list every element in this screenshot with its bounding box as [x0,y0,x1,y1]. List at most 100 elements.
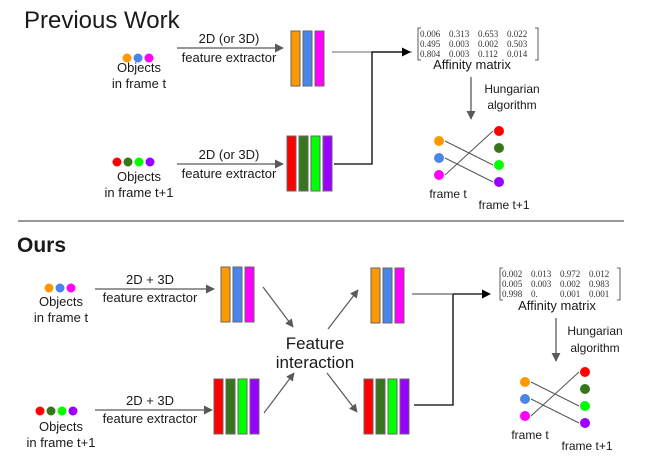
match-label-frame-t1: frame t+1 [561,439,612,453]
extractor-label-line1: 2D (or 3D) [199,31,260,46]
objects-label: Objects [117,60,162,75]
feature-bars-frame-t1-output [363,378,410,435]
frame-label: in frame t+1 [26,435,95,450]
feature-bar-magenta [394,267,405,324]
match-dot-red [494,126,504,136]
feature-bars-frame-t-input [220,266,255,323]
match-dot-purple [494,177,504,187]
object-dot-blue [55,283,65,293]
objects-label: Objects [117,169,162,184]
matrix-cell: 0.653 [478,29,499,39]
matrix-cell: 0.503 [507,39,528,49]
matrix-cell: 0.001 [560,289,580,299]
matrix-cell: 0.003 [449,39,470,49]
feature-bar-orange [220,266,231,323]
matrix-cell: 0.006 [420,29,441,39]
feature-bar-blue [232,266,243,323]
matrix-cell: 0.003 [449,49,470,59]
feature-bar-green [310,135,321,192]
matrix-cell: 0.972 [560,269,580,279]
object-dots-frame-t1-ours [35,406,78,416]
match-dot-blue [520,394,530,404]
matrix-bracket-right [535,27,539,61]
match-dot-purple [580,418,590,428]
match-dot-green [580,401,590,411]
matrix-cell: 0.003 [531,279,552,289]
matrix-cell: 0.001 [589,289,609,299]
interaction-arrow-out [326,372,358,413]
match-line [530,371,580,417]
feature-interaction-label-line1: Feature [286,334,345,353]
feature-bar-purple [399,378,410,435]
object-dot-blue [133,53,143,63]
section-title-previous: Previous Work [24,7,181,34]
feature-bar-red [363,378,374,435]
interaction-arrow-in [262,286,294,328]
extractor-label-line2: feature extractor [103,290,198,305]
frame-label: in frame t+1 [104,185,173,200]
feature-bar-darkgreen [298,135,309,192]
matrix-cell: 0.002 [502,269,522,279]
match-dot-darkgreen [580,384,590,394]
object-dot-magenta [144,53,154,63]
matching-result-ours [520,367,590,428]
object-dot-purple [68,406,78,416]
extractor-label-line2: feature extractor [182,166,277,181]
hungarian-label-line2: algorithm [487,98,536,112]
matrix-cell: 0.983 [589,279,610,289]
object-dot-orange [122,53,132,63]
interaction-arrow-out [327,289,359,330]
feature-bar-red [286,135,297,192]
matrix-cell: 0.998 [502,289,523,299]
matrix-bracket-left [499,267,503,301]
object-dot-darkgreen [46,406,56,416]
object-dot-purple [145,157,155,167]
feature-bar-magenta [314,30,325,87]
matrix-cell: 0.313 [449,29,470,39]
matrix-cell: 0.495 [420,39,441,49]
affinity-matrix-label: Affinity matrix [518,298,596,313]
feature-bars-frame-t-output [370,267,405,324]
object-dots-frame-t1-prev [112,157,155,167]
connector-arrow [334,47,411,165]
object-dot-green [134,157,144,167]
match-line [530,398,580,424]
feature-bar-blue [382,267,393,324]
matrix-cell: 0.804 [420,49,441,59]
feature-bar-darkgreen [375,378,386,435]
feature-bar-purple [249,378,260,435]
objects-label: Objects [39,419,84,434]
extractor-label-line2: feature extractor [182,50,277,65]
match-label-frame-t: frame t [429,187,467,201]
extractor-label-line1: 2D (or 3D) [199,147,260,162]
object-dots-frame-t-ours [44,283,76,293]
feature-bar-orange [370,267,381,324]
frame-label: in frame t [34,310,89,325]
match-line [444,130,494,176]
matrix-cell: 0.005 [502,279,523,289]
matrix-cell: 0.013 [531,269,552,279]
matrix-cell: 0.002 [478,39,498,49]
hungarian-label-line2: algorithm [570,341,619,355]
feature-bars-frame-t1-prev [286,135,333,192]
object-dot-magenta [66,283,76,293]
affinity-matrix-label: Affinity matrix [433,57,511,72]
interaction-arrow-in [263,372,295,414]
object-dot-red [35,406,45,416]
match-dot-blue [434,153,444,163]
feature-bar-darkgreen [225,378,236,435]
matrix-cell: 0.002 [560,279,580,289]
hungarian-label-line1: Hungarian [567,324,622,338]
frame-label: in frame t [112,76,167,91]
match-dot-red [580,367,590,377]
feature-bar-magenta [244,266,255,323]
extractor-label-line1: 2D + 3D [126,393,174,408]
match-line [444,157,494,183]
object-dots-frame-t-prev [122,53,154,63]
extractor-label-line1: 2D + 3D [126,272,174,287]
feature-bar-green [237,378,248,435]
matrix-bracket-left [417,27,421,61]
matching-result-prev [434,126,504,187]
